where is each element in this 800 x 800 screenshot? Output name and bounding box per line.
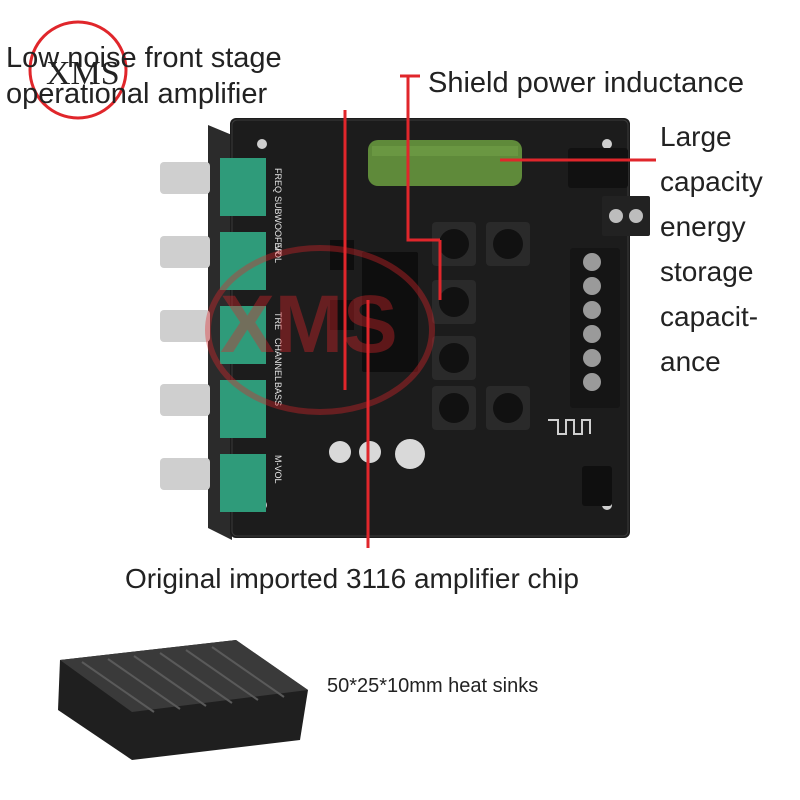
opamp-label-line-1: Low noise front stage	[6, 42, 282, 74]
heat-sink-fin	[133, 655, 207, 707]
shield-callout-line	[406, 76, 440, 242]
logo-swoosh	[28, 20, 128, 120]
silk-tre: TRE	[273, 312, 283, 330]
capacitor-highlight	[372, 146, 518, 156]
callout-lines	[343, 74, 656, 548]
heat-sink-fin	[81, 661, 155, 713]
terminal-screw	[583, 373, 601, 391]
amplifier-chip	[362, 252, 418, 372]
inductor-group	[432, 222, 530, 430]
heat-sink-label: 50*25*10mm heat sinks	[327, 675, 539, 697]
knob	[160, 384, 210, 416]
watermark-text: XMS	[220, 279, 398, 370]
silk-bass: BASS	[273, 382, 283, 406]
heat-sink-fin	[211, 646, 285, 698]
heat-sink-top	[60, 640, 308, 712]
xms-logo: XMS	[28, 20, 128, 120]
capacitor-470uf	[395, 439, 425, 469]
heat-sink-illustration	[58, 640, 308, 760]
knob	[160, 162, 210, 194]
terminal-screw	[583, 277, 601, 295]
terminal-screw	[583, 349, 601, 367]
potentiometer	[220, 158, 266, 216]
knob-row	[160, 162, 210, 490]
op-amp-ic	[330, 240, 354, 270]
inductor-core	[439, 343, 469, 373]
terminal-screw	[583, 253, 601, 271]
bluetooth-antenna	[548, 419, 591, 435]
dc-power-jack	[568, 148, 628, 188]
opamp-label-line-2: operational amplifier	[6, 78, 268, 110]
mount-hole	[257, 139, 267, 149]
logo-text: XMS	[46, 55, 120, 92]
terminal-screw	[629, 209, 643, 223]
pcb-board	[230, 118, 630, 538]
terminal-screw	[609, 209, 623, 223]
silkscreen-labels: FREQ SUBWOOFER VOL TRE CHANNEL BASS M-VO…	[273, 168, 283, 484]
potentiometer	[220, 380, 266, 438]
power-terminal	[602, 196, 650, 236]
knob	[160, 310, 210, 342]
small-capacitor-row	[329, 439, 425, 469]
terminal-screw	[583, 301, 601, 319]
silk-subwoofer: SUBWOOFER	[273, 196, 283, 256]
knob	[160, 458, 210, 490]
heat-sink-fins	[81, 646, 285, 713]
potentiometer	[220, 454, 266, 512]
potentiometer	[220, 232, 266, 290]
shield-inductance-label: Shield power inductance	[428, 67, 744, 99]
op-amp-ic	[330, 300, 354, 330]
capacitance-label-line: ance	[660, 346, 721, 377]
heat-sink-fin	[107, 658, 181, 710]
speaker-terminal-screws	[583, 253, 601, 391]
inductor-core	[439, 287, 469, 317]
capacitance-label-line: storage	[660, 256, 754, 287]
potentiometer-row	[220, 158, 266, 512]
inductor-core	[439, 393, 469, 423]
capacitance-label-line: capacit-	[660, 301, 759, 332]
inductor-core	[493, 393, 523, 423]
potentiometer	[220, 306, 266, 364]
heat-sink-fin	[159, 652, 233, 704]
small-capacitor	[359, 441, 381, 463]
inductor-core	[439, 229, 469, 259]
terminal-screw	[583, 325, 601, 343]
capacitance-label-line: Large	[660, 121, 732, 152]
knob	[160, 236, 210, 268]
heat-sink-fin	[185, 649, 259, 701]
small-capacitor	[329, 441, 351, 463]
silk-m-vol: M-VOL	[273, 455, 283, 484]
inductor-core	[493, 229, 523, 259]
watermark-swoosh	[205, 245, 435, 415]
mount-hole	[602, 139, 612, 149]
silk-vol: VOL	[273, 245, 283, 263]
amplifier-chip-label: Original imported 3116 amplifier chip	[125, 563, 579, 594]
silk-freq: FREQ	[273, 168, 283, 193]
capacitance-label-line: capacity	[660, 166, 763, 197]
capacitance-label-line: energy	[660, 211, 746, 242]
silk-channel: CHANNEL	[273, 338, 283, 381]
audio-input-jack	[582, 466, 612, 506]
